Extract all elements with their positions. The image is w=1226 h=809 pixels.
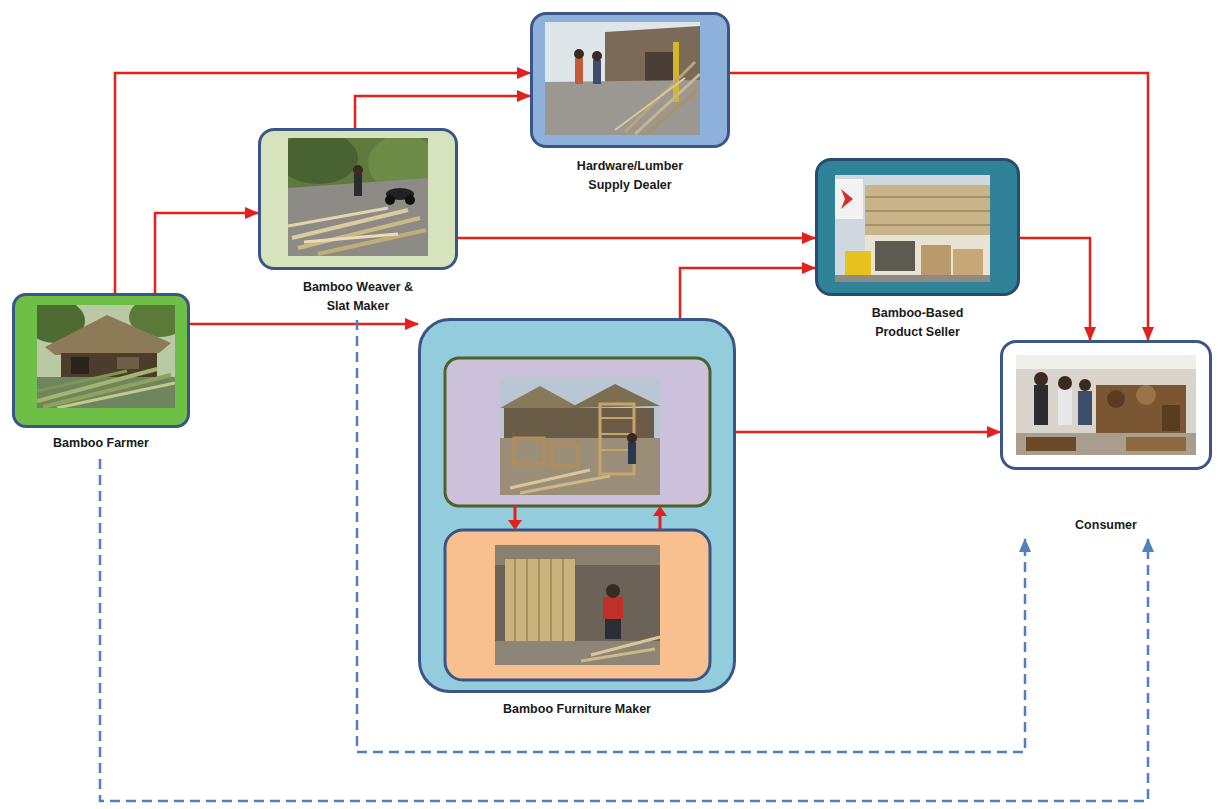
- product-flow-arrow: [355, 96, 530, 128]
- actor-label: Bamboo-Based Product Seller: [863, 304, 973, 342]
- actor-label: Bamboo Weaver & Slat Maker: [298, 278, 418, 316]
- seller-photo: [835, 175, 990, 282]
- product-flow-arrow: [736, 431, 1000, 434]
- photo-frame: [1000, 340, 1212, 470]
- inner-arrow-up: [653, 506, 667, 516]
- actor-label: Hardware/Lumber Supply Dealer: [570, 157, 690, 195]
- product-flow-arrow: [155, 213, 258, 293]
- actor-node: Bamboo Furniture Maker: [418, 318, 736, 719]
- hardware-photo: [545, 22, 700, 135]
- actor-node: Hardware/Lumber Supply Dealer: [530, 12, 730, 195]
- product-flow-arrow: [730, 73, 1148, 340]
- weaver-photo: [288, 138, 428, 256]
- workshop-photo: [500, 378, 660, 495]
- inner-arrow-down: [508, 520, 522, 530]
- photo-frame: [418, 318, 736, 693]
- consumer-photo: [1016, 355, 1196, 455]
- actor-label: Bamboo Furniture Maker: [427, 700, 727, 719]
- furniture-workshop: [421, 321, 733, 690]
- panel-maker-photo: [495, 545, 660, 665]
- product-flow-arrow: [190, 323, 418, 326]
- photo-frame: [258, 128, 458, 270]
- actor-label: Bamboo Farmer: [16, 434, 186, 453]
- actor-node: Bamboo Farmer: [12, 293, 190, 453]
- product-flow-arrow: [1020, 238, 1090, 340]
- photo-frame: [815, 158, 1020, 296]
- product-flow-arrow: [458, 237, 815, 240]
- actor-node: Bamboo-Based Product Seller: [815, 158, 1020, 342]
- actor-node: Bamboo Weaver & Slat Maker: [258, 128, 458, 316]
- actor-node: Consumer: [1000, 340, 1212, 535]
- actor-label: Consumer: [1006, 516, 1206, 535]
- farmer-photo: [37, 305, 175, 408]
- product-flow-arrow: [115, 73, 530, 293]
- photo-frame: [12, 293, 190, 428]
- photo-frame: [530, 12, 730, 148]
- product-flow-arrow: [680, 268, 815, 318]
